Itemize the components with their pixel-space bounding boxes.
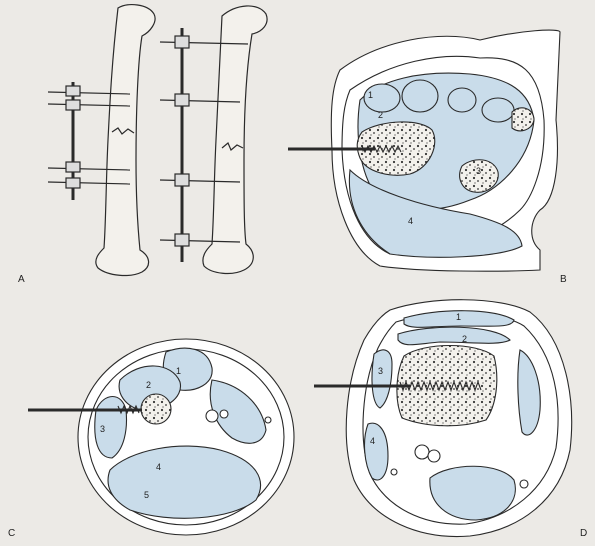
panel-d-number-3: 3 bbox=[378, 366, 383, 376]
femur-shaft-left bbox=[95, 4, 156, 277]
fascia-line bbox=[341, 55, 545, 255]
panel-b bbox=[288, 29, 561, 272]
muscle-d-4 bbox=[363, 422, 389, 481]
bone-c bbox=[140, 393, 172, 425]
muscle-d-bottom bbox=[429, 465, 516, 521]
panel-d bbox=[314, 299, 573, 538]
panel-c bbox=[28, 338, 295, 536]
panel-d-number-4: 4 bbox=[370, 436, 375, 446]
muscle-b-4 bbox=[348, 168, 523, 258]
femur-shaft-right bbox=[202, 5, 268, 275]
panel-d-number-2: 2 bbox=[462, 334, 467, 344]
panel-c-label: C bbox=[8, 528, 15, 539]
panel-b-number-2: 2 bbox=[378, 110, 383, 120]
panel-c-number-1: 1 bbox=[176, 366, 181, 376]
pins-a1 bbox=[47, 91, 131, 185]
panel-d-label: D bbox=[580, 528, 587, 539]
panel-b-number-4: 4 bbox=[408, 216, 413, 226]
panel-a bbox=[47, 4, 268, 277]
panel-c-number-3: 3 bbox=[100, 424, 105, 434]
panel-d-number-1: 1 bbox=[456, 312, 461, 322]
muscle-d-right bbox=[517, 349, 541, 436]
muscle-b-1 bbox=[363, 83, 401, 113]
muscle-d-2 bbox=[397, 326, 511, 346]
muscle-c-5 bbox=[107, 445, 261, 519]
pins-a2 bbox=[159, 41, 249, 243]
panel-b-label: B bbox=[560, 274, 567, 285]
fracture-line-left bbox=[111, 127, 135, 135]
bone-b-small bbox=[459, 159, 499, 193]
panel-c-number-4: 4 bbox=[156, 462, 161, 472]
panel-b-number-1: 1 bbox=[368, 90, 373, 100]
muscle-c-3 bbox=[94, 395, 128, 459]
panel-c-number-5: 5 bbox=[144, 490, 149, 500]
panel-a-label: A bbox=[18, 274, 25, 285]
fracture-line-right bbox=[221, 142, 244, 151]
panel-b-number-3: 3 bbox=[476, 166, 481, 176]
panel-c-number-2: 2 bbox=[146, 380, 151, 390]
muscle-d-3 bbox=[371, 349, 393, 409]
muscle-d-1 bbox=[403, 310, 515, 328]
